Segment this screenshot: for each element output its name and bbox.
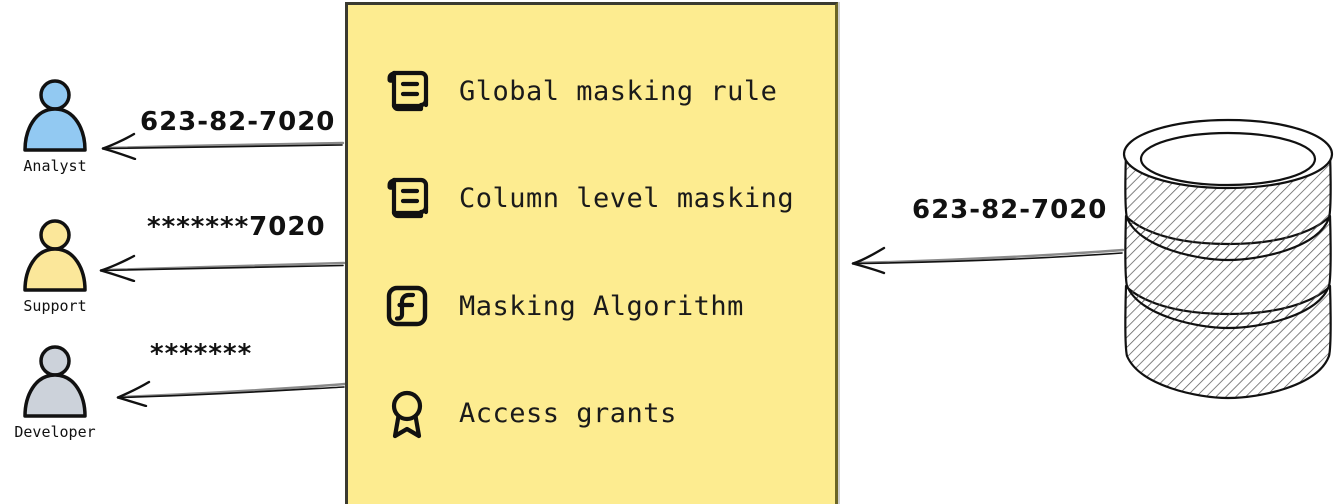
arrow-left-icon <box>851 246 1125 275</box>
policy-item-access-grants[interactable]: Access grants <box>381 387 677 439</box>
arrow-left-icon <box>101 132 345 160</box>
award-ribbon-icon <box>391 390 423 439</box>
flow-label-database: 623-82-7020 <box>912 195 1108 225</box>
policy-item-global-masking-rule[interactable]: Global masking rule <box>381 65 777 117</box>
person-icon <box>23 219 87 292</box>
person-icon <box>23 79 87 152</box>
scroll-document-icon <box>387 70 429 112</box>
policy-item-label: Column level masking <box>459 182 795 214</box>
arrow-left-icon <box>99 254 346 282</box>
flow-label-developer: ******* <box>150 339 253 369</box>
actor-analyst[interactable]: Analyst <box>0 78 110 175</box>
actor-label: Analyst <box>23 157 87 175</box>
database-cylinder-icon[interactable] <box>1118 118 1338 408</box>
actor-developer[interactable]: Developer <box>0 344 110 441</box>
policy-panel: Global masking rule Column level masking <box>345 2 838 504</box>
actor-label: Support <box>23 297 87 315</box>
person-icon <box>23 345 87 418</box>
arrow-left-icon <box>116 380 347 407</box>
actor-label: Developer <box>14 423 96 441</box>
flow-label-support: *******7020 <box>147 212 326 242</box>
policy-item-column-level-masking[interactable]: Column level masking <box>381 172 794 224</box>
policy-item-label: Access grants <box>459 397 677 429</box>
actor-support[interactable]: Support <box>0 218 110 315</box>
policy-item-masking-algorithm[interactable]: Masking Algorithm <box>381 280 744 332</box>
policy-item-label: Masking Algorithm <box>459 290 744 322</box>
flow-label-analyst: 623-82-7020 <box>140 107 336 137</box>
scroll-document-icon <box>387 177 429 219</box>
policy-item-label: Global masking rule <box>459 75 778 107</box>
function-f-icon <box>386 285 428 327</box>
